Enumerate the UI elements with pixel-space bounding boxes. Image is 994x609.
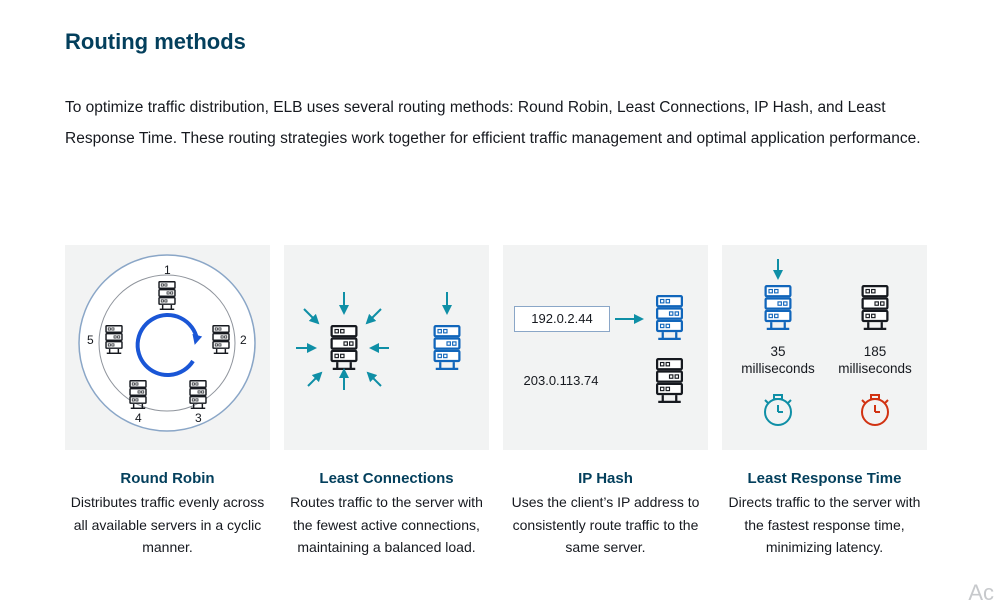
watermark: Ac (968, 580, 994, 605)
server-number: 2 (240, 333, 247, 347)
least-response-time-caption: Least Response Time Directs traffic to t… (722, 470, 927, 559)
server-number: 5 (87, 333, 94, 347)
server-icon (655, 295, 684, 340)
method-title: Least Response Time (747, 470, 902, 487)
latency-slow: 185 milliseconds (835, 343, 915, 377)
ip-hash-diagram: 192.0.2.44 203.0.113.74 (503, 245, 708, 450)
least-connections-diagram (284, 245, 489, 450)
server-number: 3 (195, 411, 202, 425)
latency-value: 35 (770, 344, 786, 359)
server-icon (432, 325, 462, 370)
server-number: 1 (164, 263, 171, 277)
page-title: Routing methods (65, 29, 246, 54)
client-ip-box: 192.0.2.44 (514, 306, 610, 332)
intro-paragraph: To optimize traffic distribution, ELB us… (65, 99, 921, 147)
stopwatch-teal-icon (764, 394, 792, 426)
round-robin-diagram: 1 2 3 4 5 (65, 245, 270, 450)
round-robin-caption: Round Robin Distributes traffic evenly a… (65, 470, 270, 559)
latency-fast: 35 milliseconds (738, 343, 818, 377)
server-icon (860, 285, 890, 330)
server-icon (655, 358, 684, 403)
client-ip-label: 203.0.113.74 (523, 373, 599, 388)
server-number: 4 (135, 411, 142, 425)
method-description: Directs traffic to the server with the f… (728, 494, 921, 555)
method-description: Distributes traffic evenly across all av… (70, 494, 265, 555)
latency-unit: milliseconds (741, 361, 815, 376)
server-icon (763, 285, 793, 330)
ip-hash-caption: IP Hash Uses the client’s IP address to … (503, 470, 708, 559)
method-description: Routes traffic to the server with the fe… (290, 494, 483, 555)
least-response-time-diagram: 35 milliseconds 185 milliseconds (722, 245, 927, 450)
method-title: IP Hash (578, 470, 633, 487)
method-title: Least Connections (319, 470, 454, 487)
rotation-arrow-icon (135, 313, 199, 377)
incoming-arrows-icon (296, 292, 452, 390)
method-title: Round Robin (120, 470, 215, 487)
latency-unit: milliseconds (838, 361, 912, 376)
stopwatch-red-icon (861, 394, 889, 426)
server-icon (329, 325, 359, 370)
method-description: Uses the client’s IP address to consiste… (511, 494, 700, 555)
least-connections-caption: Least Connections Routes traffic to the … (284, 470, 489, 559)
latency-value: 185 (863, 344, 887, 359)
